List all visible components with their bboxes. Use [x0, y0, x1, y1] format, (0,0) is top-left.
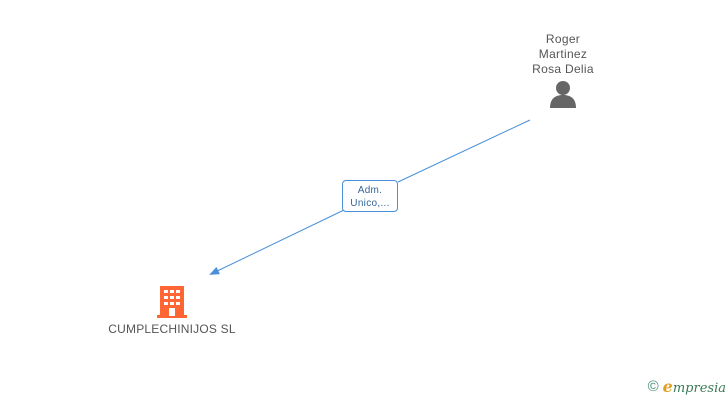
role-label-box[interactable]: Adm. Unico,...: [342, 180, 398, 212]
person-name-line-1: Roger: [545, 32, 581, 46]
brand-logo-initial: e: [662, 377, 673, 396]
person-icon[interactable]: [548, 79, 578, 109]
brand-logo: empresia: [663, 377, 726, 396]
person-name-line-2: Martinez: [538, 47, 588, 61]
copyright-icon: ©: [647, 377, 659, 395]
company-name[interactable]: CUMPLECHINIJOS SL: [108, 322, 236, 336]
role-label-line-2: Unico,...: [350, 198, 390, 209]
person-name-line-3: Rosa Delia: [532, 62, 594, 76]
edge-role-to-company: [209, 209, 345, 275]
building-icon[interactable]: [156, 284, 188, 318]
person-node[interactable]: Roger Martinez Rosa Delia: [500, 32, 626, 109]
company-node[interactable]: CUMPLECHINIJOS SL: [92, 284, 252, 336]
edge-person-to-role: [397, 119, 531, 183]
footer-brand: © empresia: [648, 377, 726, 396]
role-label-line-1: Adm.: [357, 185, 383, 196]
brand-logo-rest: mpresia: [672, 381, 726, 396]
